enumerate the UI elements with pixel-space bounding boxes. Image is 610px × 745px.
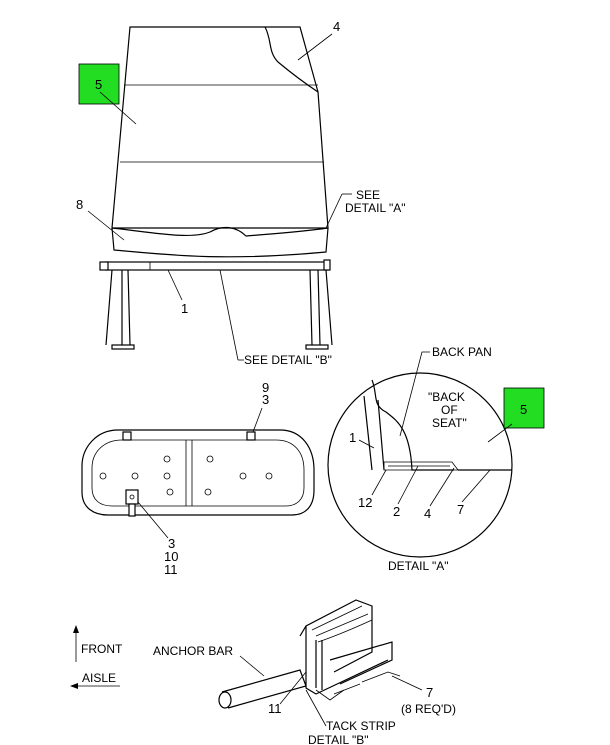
front-label: FRONT xyxy=(81,642,123,656)
back-panel-view: 9 3 3 10 11 xyxy=(81,380,315,577)
back-of-seat-label-2: OF xyxy=(441,403,458,417)
detail-a-caption: DETAIL "A" xyxy=(388,559,449,573)
callout-4: 4 xyxy=(333,19,340,34)
detail-b-caption: DETAIL "B" xyxy=(308,733,369,745)
detail-a-callout-7: 7 xyxy=(457,502,464,517)
see-detail-b-label: SEE DETAIL "B" xyxy=(244,353,332,367)
detail-a-callout-12: 12 xyxy=(358,495,372,510)
callout-1: 1 xyxy=(181,301,188,316)
see-detail-a-label-line2: DETAIL "A" xyxy=(345,201,406,215)
callout-3-top: 3 xyxy=(262,392,269,407)
see-detail-a-label-line1: SEE xyxy=(356,188,380,202)
revision-flag-detail-a: 5 xyxy=(487,387,545,443)
back-pan-label: BACK PAN xyxy=(432,345,492,359)
aisle-label: AISLE xyxy=(82,671,116,685)
callout-11: 11 xyxy=(164,562,178,577)
mounting-holes xyxy=(99,455,273,496)
detail-a-callout-2: 2 xyxy=(393,504,400,519)
detail-b-view: FRONT AISLE ANCHOR BAR 11 7 (8 REQ'D) TA… xyxy=(70,599,456,745)
req-label: (8 REQ'D) xyxy=(401,702,456,716)
detail-a-callout-1: 1 xyxy=(349,430,356,445)
back-of-seat-label-3: SEAT" xyxy=(432,416,467,430)
flag-detail-a-number: 5 xyxy=(520,402,527,417)
callout-10: 10 xyxy=(164,549,178,564)
anchor-bar-label: ANCHOR BAR xyxy=(153,644,233,658)
main-seat-view: 4 8 1 SEE DETAIL "A" SEE DETAIL "B" xyxy=(76,19,406,367)
flag-top-number: 5 xyxy=(95,77,102,92)
detail-b-callout-11: 11 xyxy=(268,701,282,716)
callout-9: 9 xyxy=(262,380,269,395)
tack-strip-label: TACK STRIP xyxy=(326,719,396,733)
detail-a-callout-4: 4 xyxy=(424,506,431,521)
callout-8: 8 xyxy=(76,197,83,212)
callout-3-bottom: 3 xyxy=(168,536,175,551)
detail-b-callout-7: 7 xyxy=(426,685,433,700)
back-of-seat-label-1: "BACK xyxy=(428,390,465,404)
detail-a-view: BACK PAN "BACK OF SEAT" 1 12 2 4 7 DETAI… xyxy=(327,345,513,573)
revision-flag-top: 5 xyxy=(78,63,137,125)
